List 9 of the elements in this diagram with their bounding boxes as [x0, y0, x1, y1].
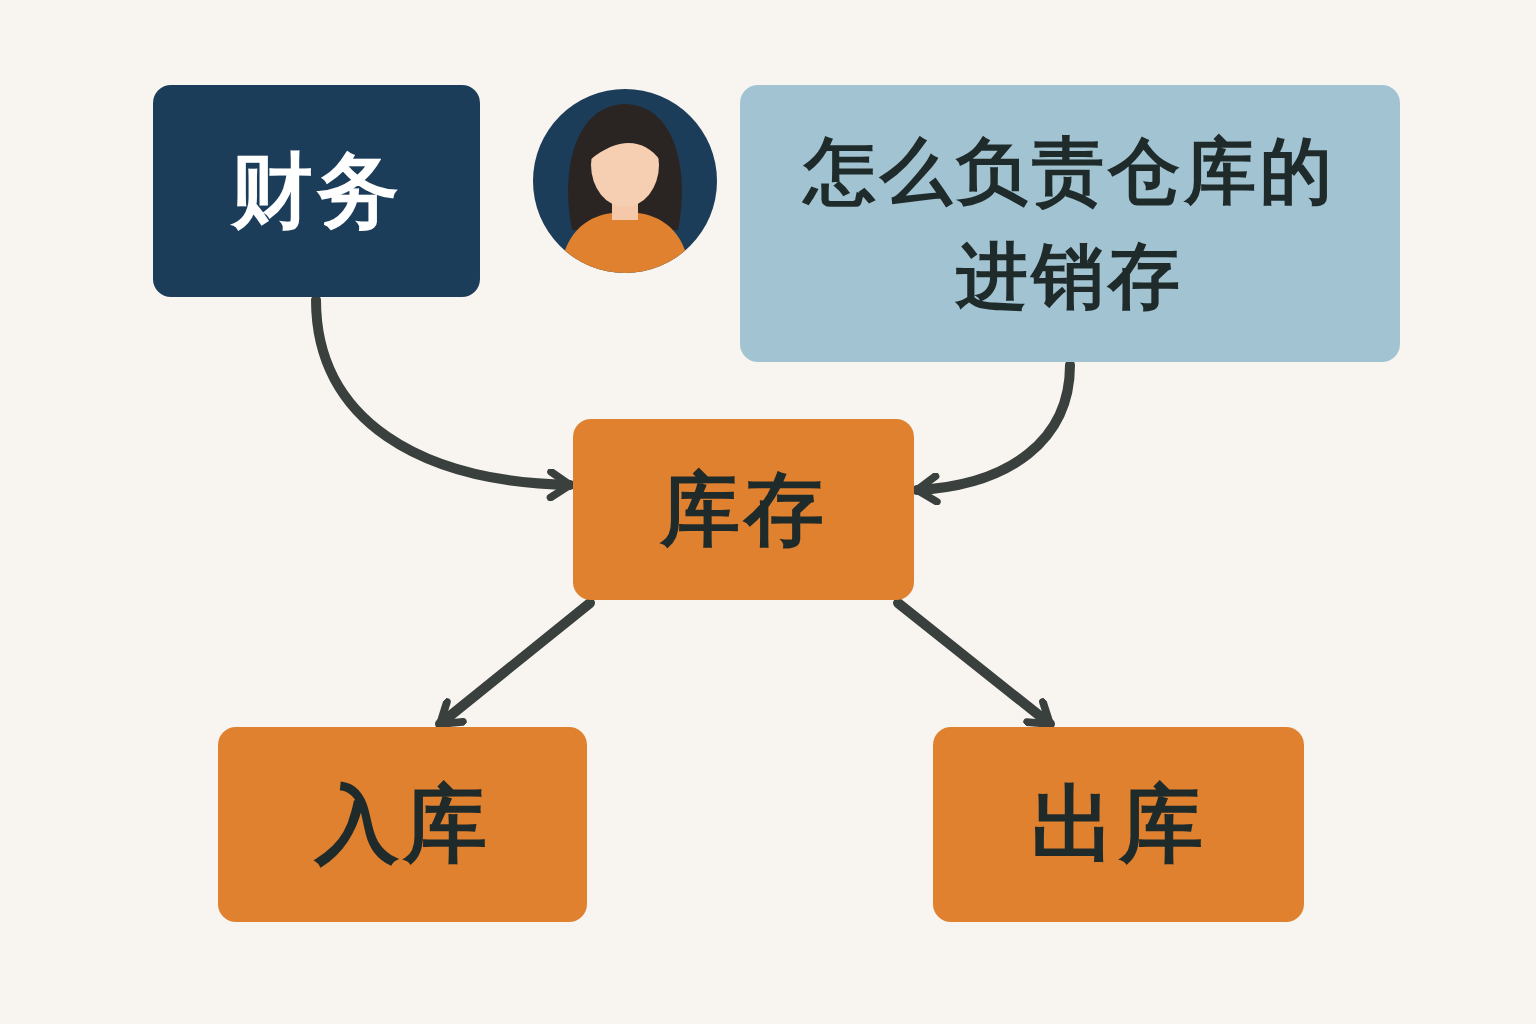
label-box: 入库	[218, 727, 587, 922]
arrow	[435, 598, 595, 729]
label-box: 怎么负责仓库的进销存	[740, 85, 1400, 362]
label-box: 库存	[573, 419, 914, 600]
label-box: 财务	[153, 85, 480, 297]
arrow	[912, 360, 1075, 505]
label-box: 出库	[933, 727, 1304, 922]
arrow	[311, 295, 575, 501]
arrow	[893, 598, 1055, 729]
